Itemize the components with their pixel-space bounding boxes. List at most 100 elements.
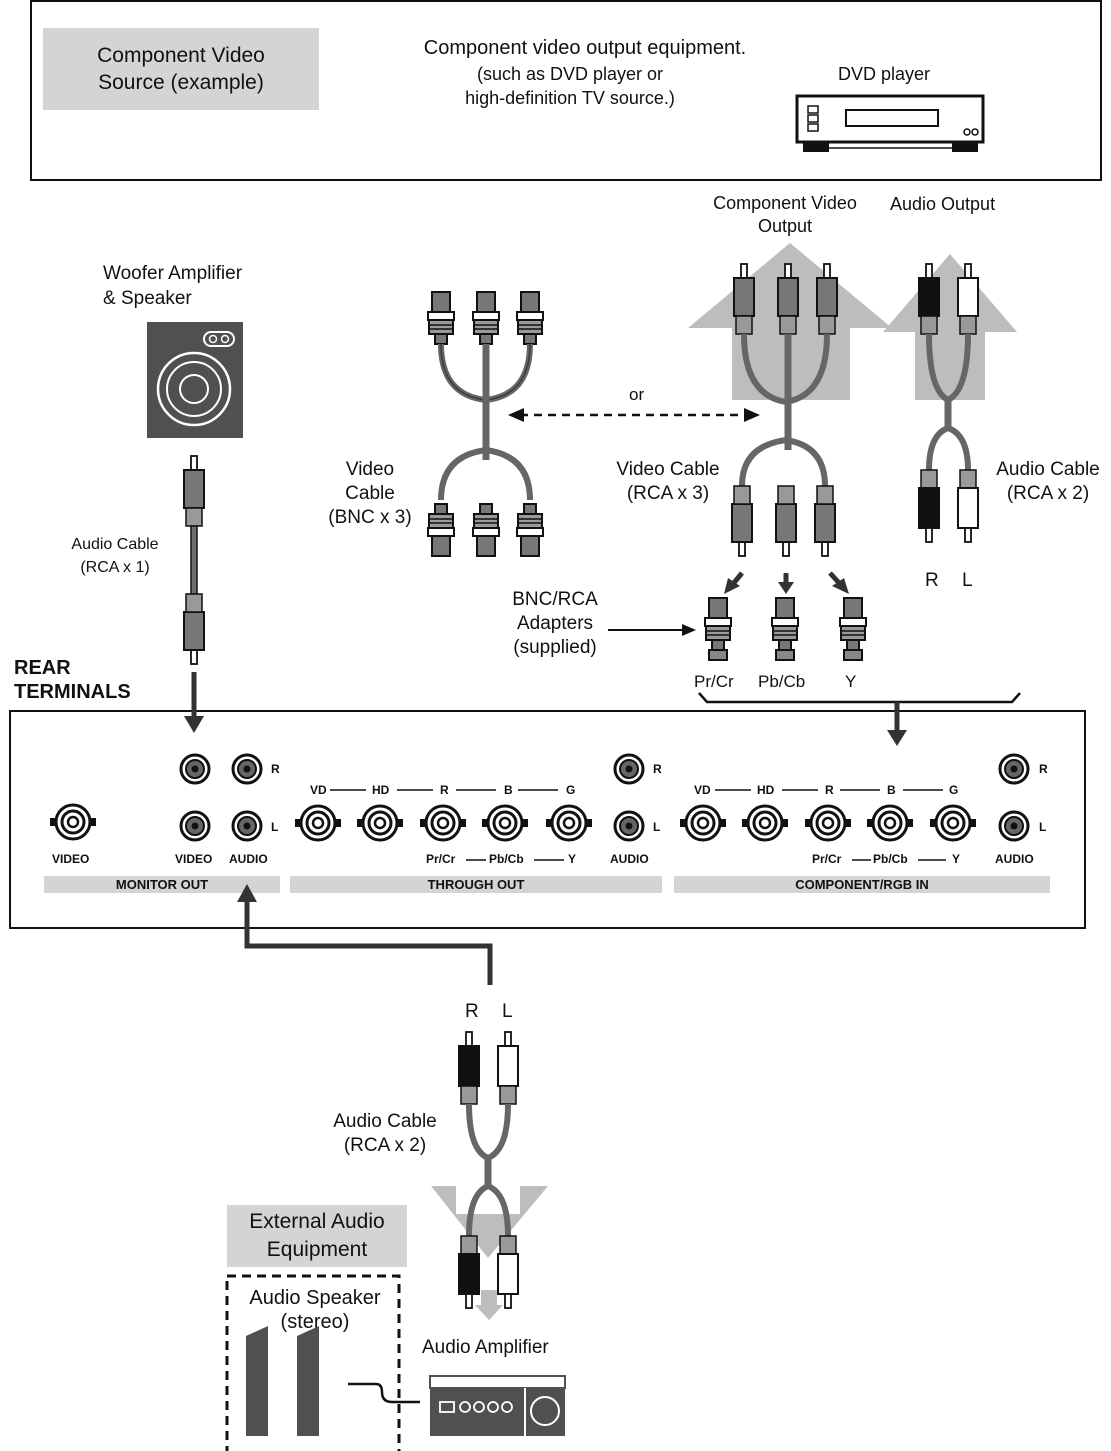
adapters-line2: Adapters — [516, 613, 594, 634]
monitor-audio-label: AUDIO — [229, 852, 268, 866]
source-description-line3: high-definition TV source.) — [465, 88, 675, 108]
component-rgb-in-bar: COMPONENT/RGB IN — [674, 876, 1050, 893]
audio-output-cable — [918, 263, 979, 543]
rear-terminals-line2: TERMINALS — [14, 681, 131, 703]
component-in-bracket — [698, 692, 1021, 746]
monitor-r-label: R — [271, 762, 280, 776]
audio-amplifier-label: Audio Amplifier — [422, 1337, 549, 1358]
audio-output-arrow — [883, 254, 1017, 400]
component-r2-label: R — [1039, 762, 1048, 776]
audio-output-r-label: R — [925, 570, 939, 591]
monitor-r2-rca-jack — [231, 753, 263, 785]
stereo-speaker-icon — [246, 1326, 319, 1436]
external-audio-cable — [458, 1031, 519, 1188]
component-r-label: R — [825, 783, 834, 797]
external-cable-line1: Audio Cable — [333, 1111, 437, 1132]
external-r-label: R — [465, 1001, 479, 1022]
monitor-out-bar: MONITOR OUT — [44, 876, 280, 893]
bnc-cable-line2: Cable — [345, 483, 395, 504]
component-b-label: B — [887, 783, 896, 797]
rca-video-cable-line2: (RCA x 3) — [626, 483, 710, 504]
component-rgb-in-label: COMPONENT/RGB IN — [795, 877, 929, 892]
through-r2-label: R — [653, 762, 662, 776]
through-out-jacks — [293, 753, 645, 861]
or-label: or — [629, 385, 645, 404]
monitor-l-label: L — [271, 820, 279, 834]
bnc-cable-line1: Video — [345, 459, 395, 480]
monitor-r-rca-jack — [179, 753, 211, 785]
adapter-y-label: Y — [845, 672, 857, 691]
monitor-out-label: MONITOR OUT — [115, 877, 209, 892]
audio-output-l-label: L — [962, 570, 973, 591]
rca-video-cable — [731, 263, 838, 557]
component-audio-label: AUDIO — [995, 852, 1034, 866]
component-y-label: Y — [952, 852, 961, 866]
rca-video-cable-line1: Video Cable — [616, 459, 720, 480]
adapter-arrows — [724, 571, 849, 594]
woofer-arrow — [184, 672, 204, 733]
down-gray-arrow — [431, 1186, 548, 1258]
dvd-player-label: DVD player — [838, 64, 931, 84]
through-vd-label: VD — [310, 783, 327, 797]
external-box-line1: External Audio — [249, 1210, 385, 1233]
component-pbcb-label: Pb/Cb — [873, 852, 908, 866]
monitor-video2-label: VIDEO — [175, 852, 213, 866]
monitor-l-rca-jack — [179, 810, 211, 842]
woofer-audio-cable — [183, 455, 205, 665]
monitor-video-jack — [48, 803, 98, 841]
or-dashed-arrow — [508, 408, 760, 422]
component-prcr-label: Pr/Cr — [812, 852, 842, 866]
through-out-bar: THROUGH OUT — [290, 876, 662, 893]
woofer-label-line1: Woofer Amplifier — [103, 263, 243, 284]
audio-amplifier-icon — [429, 1375, 566, 1436]
adapters-line1: BNC/RCA — [512, 589, 598, 610]
dvd-player-icon — [795, 94, 985, 152]
woofer-label-line2: & Speaker — [103, 288, 192, 309]
through-prcr-label: Pr/Cr — [426, 852, 456, 866]
source-description-line2: (such as DVD player or — [476, 64, 664, 84]
external-audio-equipment-box: External Audio Equipment — [227, 1205, 407, 1267]
monitor-l2-rca-jack — [231, 810, 263, 842]
source-description-line1: Component video output equipment. — [423, 37, 747, 59]
small-gray-arrow — [475, 1290, 503, 1320]
through-y-label: Y — [568, 852, 577, 866]
through-audio-label: AUDIO — [610, 852, 649, 866]
adapter-prcr-label: Pr/Cr — [694, 672, 734, 691]
external-audio-cable-lower — [458, 1183, 519, 1309]
component-video-output-text: Component Video Output — [713, 193, 857, 236]
speaker-label-line2: (stereo) — [280, 1311, 350, 1333]
bnc-rca-adapters — [704, 597, 867, 661]
through-r-label: R — [440, 783, 449, 797]
through-out-label: THROUGH OUT — [427, 877, 525, 892]
component-l2-label: L — [1039, 820, 1047, 834]
speaker-dashed-box — [225, 1274, 401, 1451]
source-label-text: Component Video Source (example) — [97, 44, 265, 94]
component-in-jacks — [678, 753, 1030, 861]
component-hd-label: HD — [757, 783, 775, 797]
monitor-video-label: VIDEO — [52, 852, 90, 866]
audio-cable-line1: Audio Cable — [996, 459, 1100, 480]
speaker-label-line1: Audio Speaker — [249, 1287, 381, 1309]
audio-output-label: Audio Output — [890, 194, 996, 214]
bnc-cable-line3: (BNC x 3) — [328, 507, 412, 528]
audio-cable-line2: (RCA x 2) — [1006, 483, 1090, 504]
through-g-label: G — [566, 783, 576, 797]
monitor-audio-return-arrow — [237, 884, 493, 985]
external-box-line2: Equipment — [266, 1238, 368, 1261]
through-pbcb-label: Pb/Cb — [489, 852, 524, 866]
speaker-wire — [348, 1382, 420, 1404]
component-vd-label: VD — [694, 783, 711, 797]
rear-terminals-line1: REAR — [14, 657, 71, 679]
external-l-label: L — [502, 1001, 513, 1022]
rear-terminal-panel — [9, 710, 1086, 929]
through-b-label: B — [504, 783, 513, 797]
adapter-pbcb-label: Pb/Cb — [758, 672, 806, 691]
bnc-video-cable — [427, 291, 544, 557]
component-video-output-label: Component Video Output — [700, 192, 870, 238]
woofer-cable-line2: (RCA x 1) — [80, 559, 150, 576]
external-cable-line2: (RCA x 2) — [343, 1135, 427, 1156]
adapters-pointer-arrow — [608, 624, 696, 636]
adapters-line3: (supplied) — [513, 637, 597, 658]
through-l2-label: L — [653, 820, 661, 834]
